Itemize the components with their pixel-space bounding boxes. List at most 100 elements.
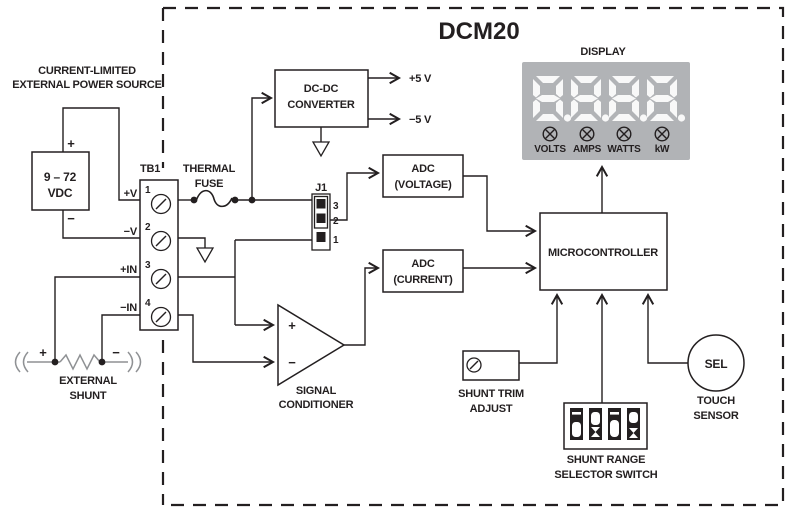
microcontroller-box (539, 212, 668, 291)
decimal-point-3 (639, 114, 648, 122)
adc-current-label-line2: (CURRENT) (393, 274, 453, 286)
microcontroller-label: MICROCONTROLLER (548, 247, 658, 259)
shunt-resistor-icon (59, 353, 101, 371)
decimal-point-1 (563, 114, 572, 122)
dcdc-label-line2: CONVERTER (287, 99, 355, 111)
ground-icon-tb1 (178, 237, 215, 264)
tb1-signal-plus-v: +V (124, 188, 138, 200)
adc-voltage-label-line2: (VOLTAGE) (394, 179, 452, 191)
shunt-range-label-line2: SELECTOR SWITCH (554, 469, 657, 481)
shunt-range-label-line1: SHUNT RANGE (567, 454, 645, 466)
tb1-signal-minus-v: −V (124, 226, 138, 238)
trimmer-screw-icon (466, 357, 482, 373)
microcontroller: MICROCONTROLLER (539, 164, 668, 291)
screw-terminal-icon-3 (150, 268, 172, 290)
dcdc-converter: DC-DC CONVERTER +5 V −5 V (251, 69, 432, 200)
thermal-fuse: THERMAL FUSE (178, 163, 312, 208)
display-unit-volts: VOLTS (534, 144, 566, 155)
decimal-point-2 (601, 114, 610, 122)
fuse-icon (195, 189, 233, 208)
display-unit-watts: WATTS (607, 144, 641, 155)
touch-sensor: SEL TOUCH SENSOR (641, 292, 745, 422)
annunciator-amps-icon (579, 126, 595, 142)
opamp-icon (277, 303, 346, 387)
boundary-top-right-bottom (163, 6, 785, 507)
screw-terminal-icon-1 (150, 193, 172, 215)
j1-jumper: J1 3 2 1 (311, 166, 381, 251)
ground-icon-dcdc (311, 127, 331, 158)
dcdc-input-wire (251, 91, 274, 200)
opamp-minus-mark: − (288, 355, 296, 370)
fuse-junction-dot-1 (190, 196, 198, 204)
adc-current-box (382, 249, 464, 293)
opamp-minus-input-wire (178, 314, 276, 369)
vdc-unit: VDC (48, 186, 73, 200)
adc-current: ADC (CURRENT) (382, 249, 538, 293)
trim-to-mcu-wire (519, 292, 564, 364)
adcv-to-mcu-wire (463, 175, 538, 238)
j1-pin3-icon (316, 199, 326, 209)
power-plus-mark: + (67, 136, 75, 151)
tb1-number-1: 1 (145, 185, 151, 196)
j1-pin2-label: 2 (333, 216, 339, 227)
wire-break-icon-right (127, 351, 142, 373)
screw-terminal-icon-4 (150, 306, 172, 328)
tb1-signal-plus-in: +IN (120, 264, 137, 276)
annunciator-volts-icon (542, 126, 558, 142)
annunciator-kw-icon (654, 126, 670, 142)
adc-voltage: ADC (VOLTAGE) (382, 154, 538, 238)
annunciator-watts-icon (616, 126, 632, 142)
power-source-label-line2: EXTERNAL POWER SOURCE (12, 79, 162, 91)
ground-triangle-dcdc (311, 141, 331, 158)
display-unit-amps: AMPS (573, 144, 602, 155)
vdc-source-box (31, 151, 90, 211)
shunt-minus-mark: − (112, 345, 120, 360)
dip-switch-icon-4 (627, 408, 640, 440)
power-positive-wire (62, 107, 140, 201)
fuse-label-line1: THERMAL (183, 163, 236, 175)
shunt-plus-mark: + (39, 345, 47, 360)
dip-switch-icon-1 (570, 408, 583, 440)
j1-pin3-label: 3 (333, 201, 339, 212)
vdc-range: 9 – 72 (44, 170, 77, 184)
shunt-trim-adjust: SHUNT TRIM ADJUST (458, 292, 564, 415)
diagram-title: DCM20 (438, 18, 519, 45)
display-label: DISPLAY (580, 46, 626, 58)
power-source-label-line1: CURRENT-LIMITED (38, 65, 136, 77)
shunt-plus-dot (51, 358, 59, 366)
dcdc-label-line1: DC-DC (304, 83, 339, 95)
opamp-plus-mark: + (288, 318, 296, 333)
shunt-minus-wire (101, 314, 140, 362)
opamp-output-wire (344, 261, 381, 346)
ground-triangle-tb1 (195, 247, 215, 264)
tb1-label: TB1 (140, 163, 160, 175)
shunt-minus-dot (98, 358, 106, 366)
tb1-number-2: 2 (145, 222, 151, 233)
shunt-range-selector: SHUNT RANGE SELECTOR SWITCH (554, 292, 658, 481)
ground-wire-tb1 (178, 237, 206, 248)
sel-button (687, 334, 745, 392)
j1-pin2-icon (316, 213, 326, 223)
sel-button-label: SEL (705, 357, 728, 371)
shunt-trim-label-line1: SHUNT TRIM (458, 388, 524, 400)
signal-conditioner-label-line1: SIGNAL (296, 385, 337, 397)
touch-sensor-label-line2: SENSOR (693, 410, 739, 422)
tb1-signal-minus-in: −IN (120, 302, 137, 314)
adc-current-label-line1: ADC (411, 258, 434, 270)
wire-break-icon-left (14, 351, 29, 373)
display-unit-kw: kW (655, 144, 670, 155)
tb1-number-3: 3 (145, 260, 151, 271)
power-minus-mark: − (67, 211, 75, 226)
fuse-junction-dot-2 (231, 196, 239, 204)
dcdc-pos5-label: +5 V (409, 73, 432, 85)
dcdc-neg5-label: −5 V (409, 114, 432, 126)
j1-pin1-icon (316, 232, 326, 242)
fuse-label-line2: FUSE (195, 178, 224, 190)
tb1-terminal-block: TB1 1 2 3 4 +V −V +IN −IN (120, 163, 179, 331)
dip-switch-icon-2 (589, 408, 602, 440)
dip-switch-icon-3 (608, 408, 621, 440)
external-shunt-label-line1: EXTERNAL (59, 375, 117, 387)
j1-to-adcv-wire (330, 166, 381, 221)
j1-pin1-label: 1 (333, 235, 339, 246)
